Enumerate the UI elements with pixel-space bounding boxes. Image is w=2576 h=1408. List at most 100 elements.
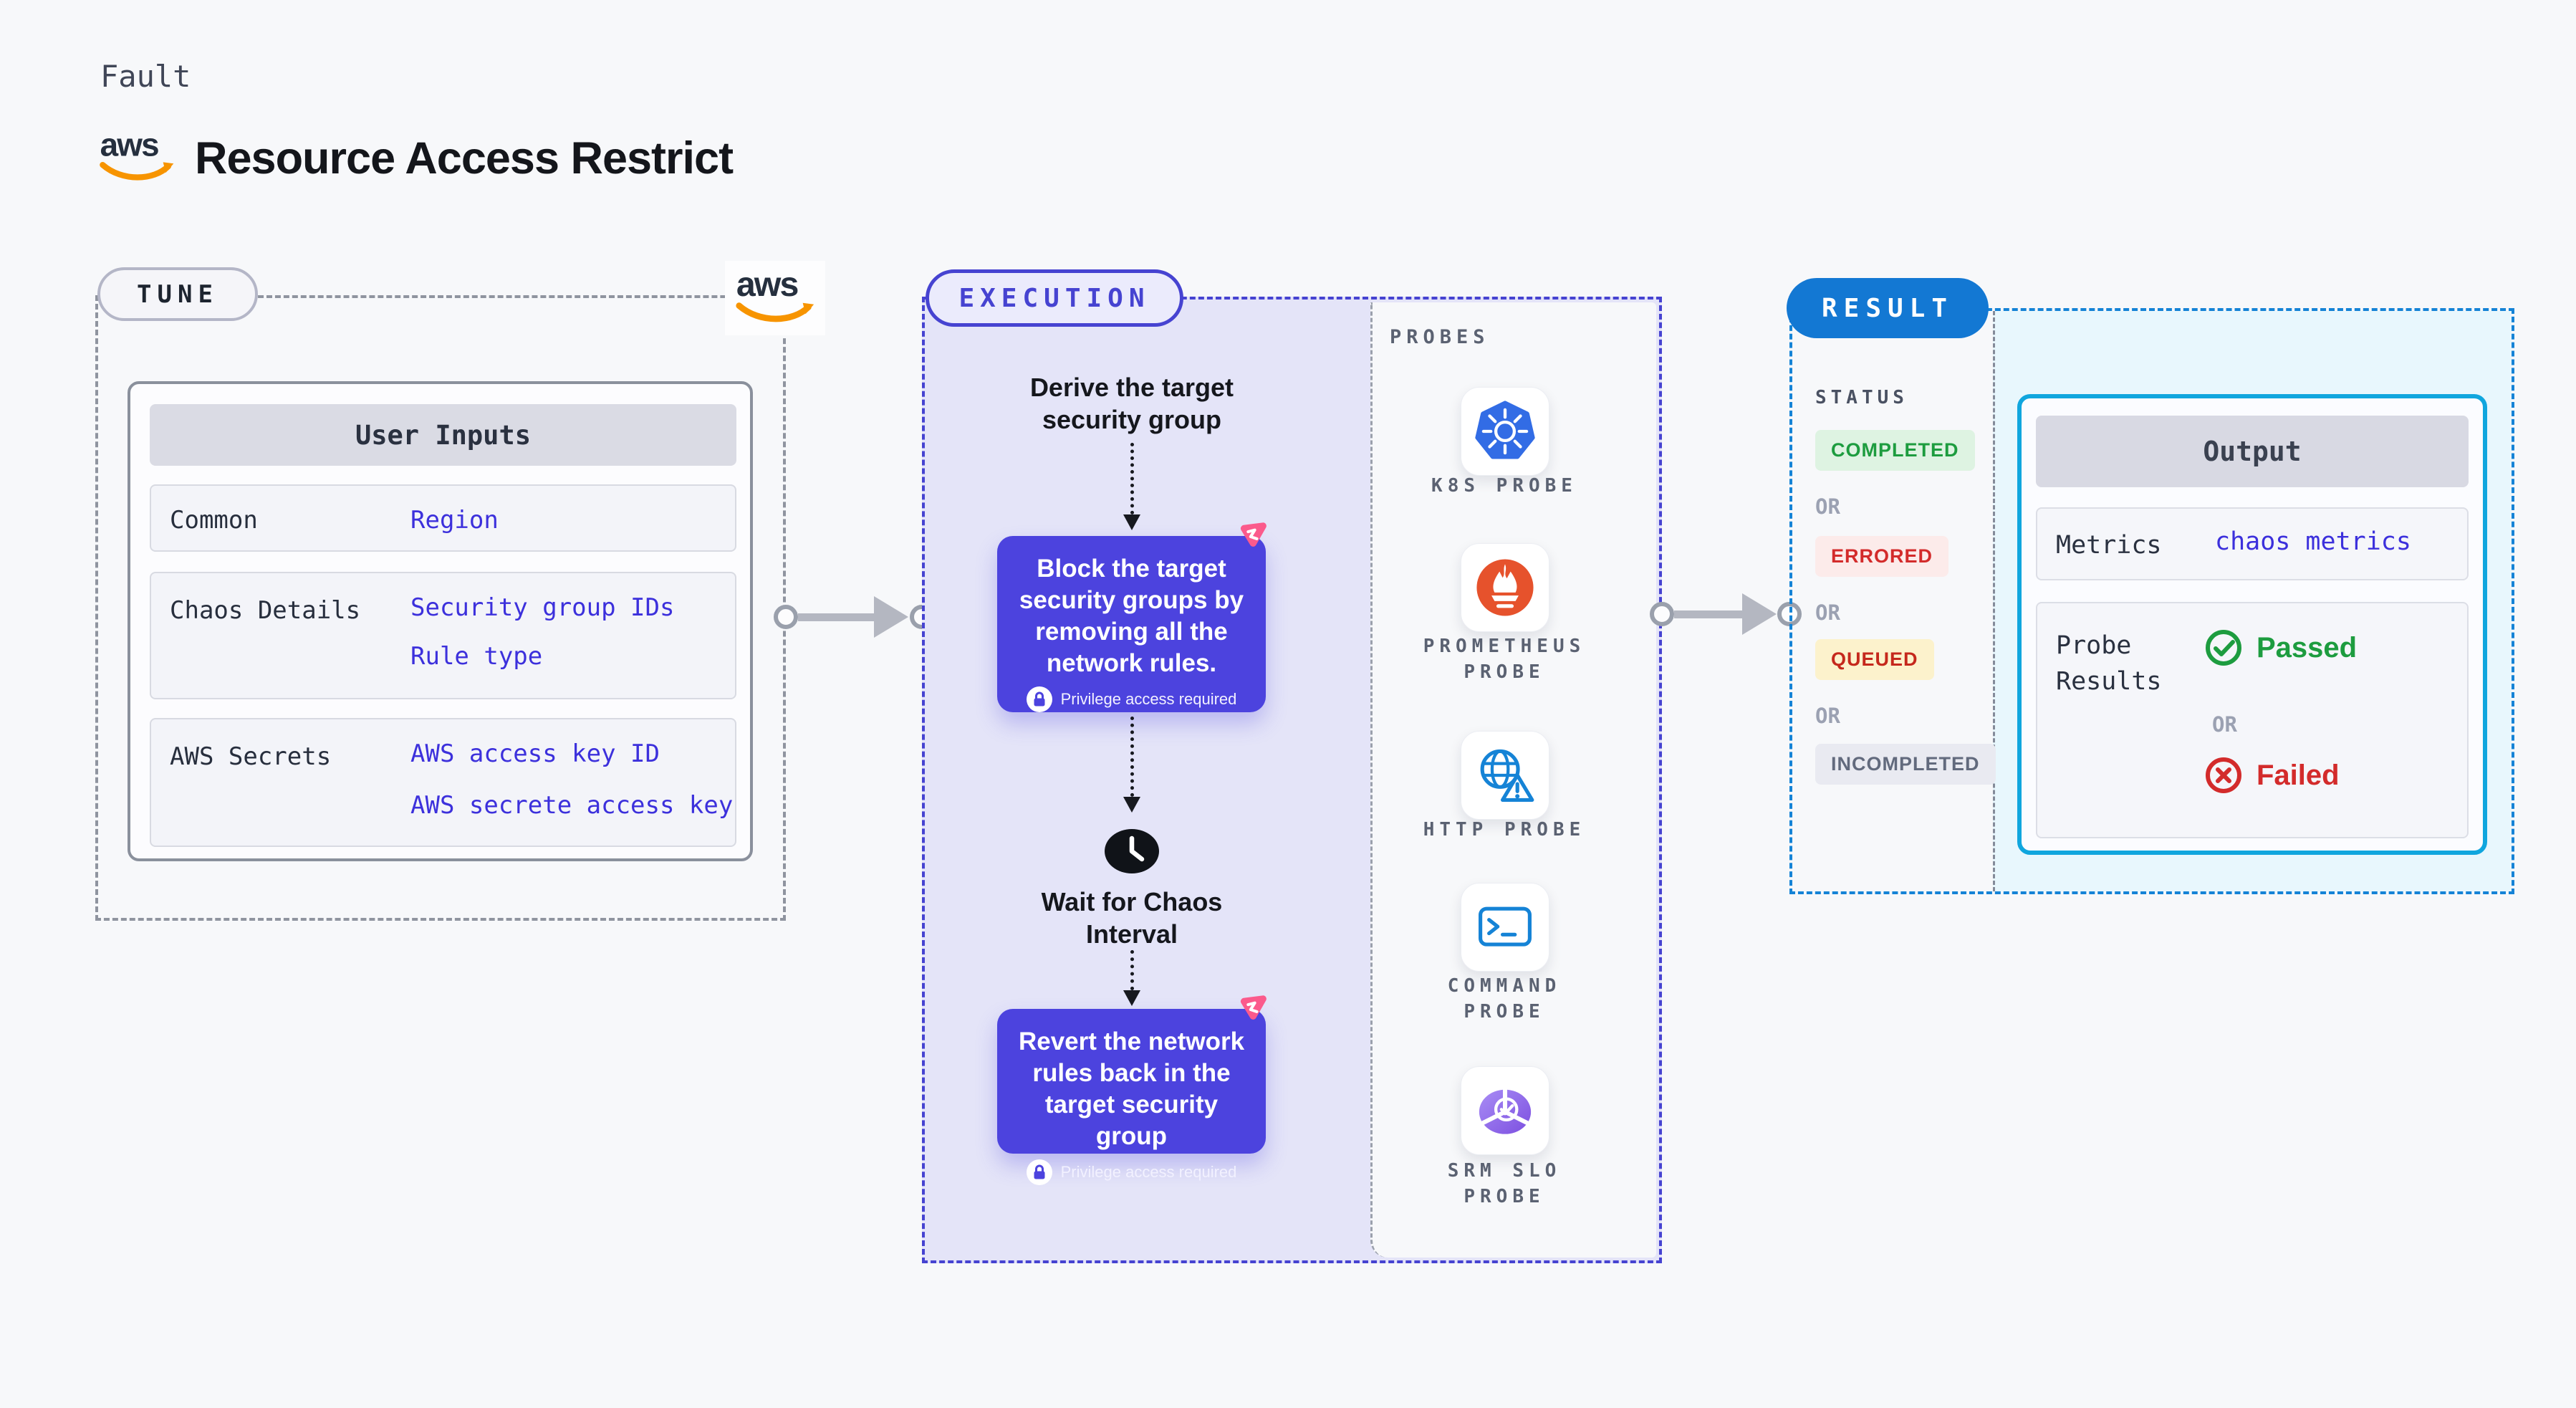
user-inputs-row-aws-secrets: AWS Secrets AWS access key ID AWS secret… bbox=[150, 718, 736, 847]
flow-arrow-line bbox=[1130, 717, 1134, 797]
output-header: Output bbox=[2036, 416, 2469, 487]
row-value: Rule type bbox=[410, 642, 543, 671]
chaos-pinwheel-icon bbox=[1231, 516, 1272, 561]
aws-logo-text: aws bbox=[736, 265, 798, 304]
probe-label-line: PROMETHEUS bbox=[1423, 636, 1586, 657]
output-box: Output Metrics chaos metrics Probe Resul… bbox=[2017, 394, 2487, 855]
x-circle-icon bbox=[2206, 757, 2241, 793]
command-icon bbox=[1479, 906, 1532, 947]
k8s-icon bbox=[1475, 401, 1535, 459]
privilege-label: Privilege access required bbox=[1060, 1163, 1237, 1181]
output-row-probe-results: Probe Results Passed OR Failed bbox=[2036, 602, 2469, 838]
or-separator: OR bbox=[1815, 600, 1840, 625]
probe-label-line: SRM SLO bbox=[1447, 1160, 1562, 1182]
fault-step-block: Block the target security groups by remo… bbox=[997, 536, 1266, 712]
result-badge: RESULT bbox=[1787, 278, 1989, 338]
status-badge-incompleted: INCOMPLETED bbox=[1815, 744, 1996, 785]
privilege-row: Privilege access required bbox=[1011, 686, 1251, 712]
probe-label-line: PROBE bbox=[1464, 1186, 1545, 1207]
revert-step-text: Revert the network rules back in the tar… bbox=[1018, 1028, 1245, 1150]
probe-label-srm-slo: SRM SLO PROBE bbox=[1363, 1158, 1646, 1210]
check-circle-icon bbox=[2206, 630, 2241, 666]
chaos-pinwheel-icon bbox=[1231, 989, 1272, 1034]
metrics-value: chaos metrics bbox=[2215, 527, 2411, 556]
connector-arrow-icon bbox=[874, 596, 908, 638]
connector-arrow-icon bbox=[1742, 593, 1777, 635]
user-inputs-card: User Inputs Common Region Chaos Details … bbox=[128, 381, 753, 861]
aws-logo: aws bbox=[97, 123, 176, 192]
aws-logo-text: aws bbox=[100, 126, 158, 163]
probe-label-k8s: K8S PROBE bbox=[1363, 473, 1646, 499]
probe-label-line: K8S PROBE bbox=[1431, 475, 1577, 497]
revert-step-block: Revert the network rules back in the tar… bbox=[997, 1009, 1266, 1185]
page-title: Resource Access Restrict bbox=[195, 133, 734, 183]
verdict-failed: Failed bbox=[2203, 755, 2340, 795]
probe-label-line: PROBE bbox=[1464, 1001, 1545, 1023]
row-value: Region bbox=[410, 506, 499, 535]
privilege-label: Privilege access required bbox=[1060, 690, 1237, 708]
aws-smile-arrow-icon bbox=[802, 302, 814, 315]
tune-badge: TUNE bbox=[97, 267, 258, 321]
probe-label-http: HTTP PROBE bbox=[1363, 817, 1646, 843]
flow-arrow-line bbox=[1130, 443, 1134, 514]
metrics-label: Metrics bbox=[2056, 531, 2162, 560]
row-label: Chaos Details bbox=[170, 596, 361, 625]
user-inputs-header: User Inputs bbox=[150, 404, 736, 466]
user-inputs-row-chaos-details: Chaos Details Security group IDs Rule ty… bbox=[150, 572, 736, 699]
passed-label: Passed bbox=[2257, 631, 2358, 664]
probe-tile-srm-slo bbox=[1461, 1066, 1549, 1155]
aws-smile-icon bbox=[100, 161, 172, 181]
flow-arrow-down-icon bbox=[1123, 514, 1140, 530]
row-value: Security group IDs bbox=[410, 593, 675, 622]
probe-label-command: COMMAND PROBE bbox=[1363, 973, 1646, 1025]
connector-node-icon bbox=[774, 605, 798, 629]
prometheus-icon bbox=[1476, 559, 1534, 616]
clock-icon bbox=[1105, 829, 1159, 877]
probe-label-line: HTTP PROBE bbox=[1423, 819, 1586, 841]
row-value: AWS access key ID bbox=[410, 739, 660, 768]
row-label: AWS Secrets bbox=[170, 742, 332, 771]
probes-title: PROBES bbox=[1390, 326, 1490, 348]
probe-results-label: Probe Results bbox=[2056, 631, 2162, 696]
status-badge-queued: QUEUED bbox=[1815, 639, 1934, 680]
probe-label-prometheus: PROMETHEUS PROBE bbox=[1363, 633, 1646, 685]
probe-tile-prometheus bbox=[1461, 543, 1549, 632]
privilege-row: Privilege access required bbox=[1011, 1159, 1251, 1185]
srm-slo-icon bbox=[1479, 1086, 1532, 1134]
user-inputs-row-common: Common Region bbox=[150, 484, 736, 552]
aws-smile-icon bbox=[736, 302, 812, 322]
step-derive-text: Derive the target security group bbox=[1029, 373, 1234, 434]
execution-badge: EXECUTION bbox=[926, 269, 1183, 327]
output-row-metrics: Metrics chaos metrics bbox=[2036, 507, 2469, 580]
connector-line bbox=[1674, 610, 1742, 618]
probe-tile-k8s bbox=[1461, 387, 1549, 476]
failed-label: Failed bbox=[2257, 759, 2340, 791]
lock-icon bbox=[1026, 1159, 1052, 1185]
result-divider bbox=[1993, 311, 1995, 891]
connector-line bbox=[798, 613, 874, 621]
connector-node-icon bbox=[1650, 602, 1674, 626]
or-separator: OR bbox=[1815, 494, 1840, 519]
wait-step-text: Wait for Chaos Interval bbox=[1041, 887, 1223, 949]
probe-tile-command bbox=[1461, 883, 1549, 972]
fault-step-text: Block the target security groups by remo… bbox=[1019, 555, 1244, 677]
flow-arrow-line bbox=[1130, 950, 1134, 990]
flow-arrow-down-icon bbox=[1123, 797, 1140, 813]
probe-tile-http bbox=[1461, 731, 1549, 820]
status-badge-completed: COMPLETED bbox=[1815, 430, 1975, 471]
probe-label-line: COMMAND bbox=[1447, 975, 1562, 997]
status-badge-errored: ERRORED bbox=[1815, 536, 1949, 577]
probe-label-line: PROBE bbox=[1464, 661, 1545, 683]
row-label: Common bbox=[170, 506, 258, 535]
aws-logo-tune: aws bbox=[725, 261, 825, 335]
or-separator: OR bbox=[2212, 712, 2237, 737]
status-title: STATUS bbox=[1815, 387, 1908, 408]
flow-arrow-down-icon bbox=[1123, 990, 1140, 1006]
or-separator: OR bbox=[1815, 704, 1840, 728]
fault-eyebrow: Fault bbox=[100, 59, 191, 94]
aws-smile-arrow-icon bbox=[163, 162, 174, 173]
verdict-passed: Passed bbox=[2203, 628, 2357, 668]
row-value: AWS secrete access key bbox=[410, 791, 734, 820]
lock-icon bbox=[1026, 686, 1052, 712]
